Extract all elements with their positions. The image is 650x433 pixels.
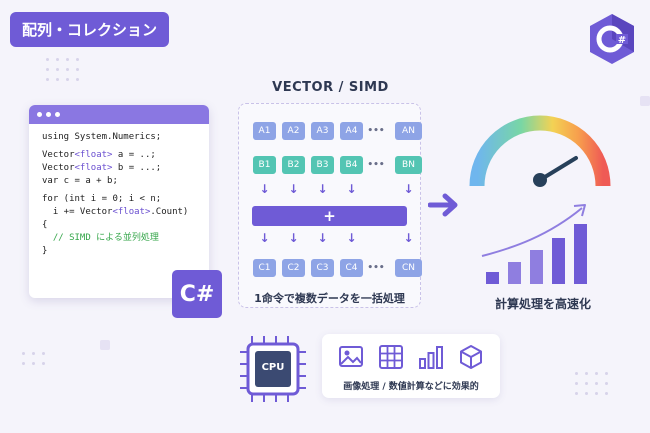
vector-b-cell: BN [395,156,422,174]
dot-grid-left-bottom [22,352,45,365]
vector-b-cell: B1 [253,156,276,174]
add-operation-bar: + [252,206,407,226]
code-block: using System.Numerics; Vector<float> a =… [29,124,209,265]
vector-c-cell: C2 [282,259,305,277]
vector-c-cell: ••• [367,263,385,273]
vector-a-cell: A3 [311,122,334,140]
dot-grid-right [575,372,608,395]
use-cases-card: 画像処理 / 数値計算などに効果的 [322,334,500,398]
csharp-badge: C# [172,270,222,318]
code-type-token: <float> [112,207,151,217]
bar-chart-icon [419,346,443,369]
code-line: Vector<float> b = ...; [42,162,196,175]
arrow-row: ↓ ↓ ↓ ↓ ↓ [253,182,422,196]
code-line-text: i += Vector<float>.Count) [42,207,189,217]
down-arrow-icon: ↓ [317,231,328,245]
csharp-logo-icon: # [590,14,634,64]
code-line: Vector<float> a = ..; [42,149,196,162]
vector-a-row: A1 A2 A3 A4 ••• AN [253,122,422,140]
vector-c-cell: C3 [311,259,334,277]
decor-square [100,340,110,350]
growth-chart-icon [481,204,587,284]
code-line: i += Vector<float>.Count) [42,206,196,219]
code-line-text: Vector<float> b = ...; [42,163,162,173]
vector-b-row: B1 B2 B3 B4 ••• BN [253,156,422,174]
vector-c-cell: C4 [340,259,363,277]
code-line: using System.Numerics; [42,132,162,142]
down-arrow-icon: ↓ [403,182,414,196]
vector-a-cell: AN [395,122,422,140]
down-arrow-icon: ↓ [346,231,357,245]
code-type-token: <float> [74,150,113,160]
simd-title: VECTOR / SIMD [272,80,389,95]
image-icon [339,346,363,367]
vector-c-cell: C1 [253,259,276,277]
vector-b-cell: ••• [367,160,385,170]
code-type-token: <float> [74,163,113,173]
decor-square [640,96,650,106]
speedometer-icon [469,115,611,187]
down-arrow-icon: ↓ [288,231,299,245]
code-window: using System.Numerics; Vector<float> a =… [29,105,209,298]
code-line-text: Vector<float> a = ..; [42,150,156,160]
down-arrow-icon: ↓ [317,182,328,196]
vector-b-cell: B3 [311,156,334,174]
vector-a-cell: ••• [367,126,385,136]
vector-c-row: C1 C2 C3 C4 ••• CN [253,259,422,277]
vector-b-cell: B4 [340,156,363,174]
code-line: var c = a + b; [42,176,118,186]
window-title-bar [29,105,209,124]
vector-c-cell: CN [395,259,422,277]
vector-b-cell: B2 [282,156,305,174]
down-arrow-icon: ↓ [403,231,414,245]
cpu-label: CPU [261,362,285,373]
down-arrow-icon: ↓ [288,182,299,196]
page-title: 配列・コレクション [10,12,170,47]
cube-icon [460,345,482,369]
down-arrow-icon: ↓ [259,182,270,196]
right-arrow-icon [428,193,458,217]
down-arrow-icon: ↓ [259,231,270,245]
simd-caption: 1命令で複数データを一括処理 [254,292,405,305]
vector-a-cell: A4 [340,122,363,140]
dot-grid-top [46,58,79,81]
svg-text:#: # [618,35,626,46]
use-cases-caption: 画像処理 / 数値計算などに効果的 [343,382,479,392]
cpu-chip-icon [240,336,306,402]
code-comment: // SIMD による並列処理 [42,233,159,243]
table-grid-icon [379,345,403,369]
arrow-row: ↓ ↓ ↓ ↓ ↓ [253,231,422,245]
code-line: for (int i = 0; i < n; [42,194,162,204]
code-line: } [42,246,48,256]
code-line: { [42,220,48,230]
down-arrow-icon: ↓ [346,182,357,196]
vector-a-cell: A1 [253,122,276,140]
performance-caption: 計算処理を高速化 [494,297,591,311]
vector-a-cell: A2 [282,122,305,140]
